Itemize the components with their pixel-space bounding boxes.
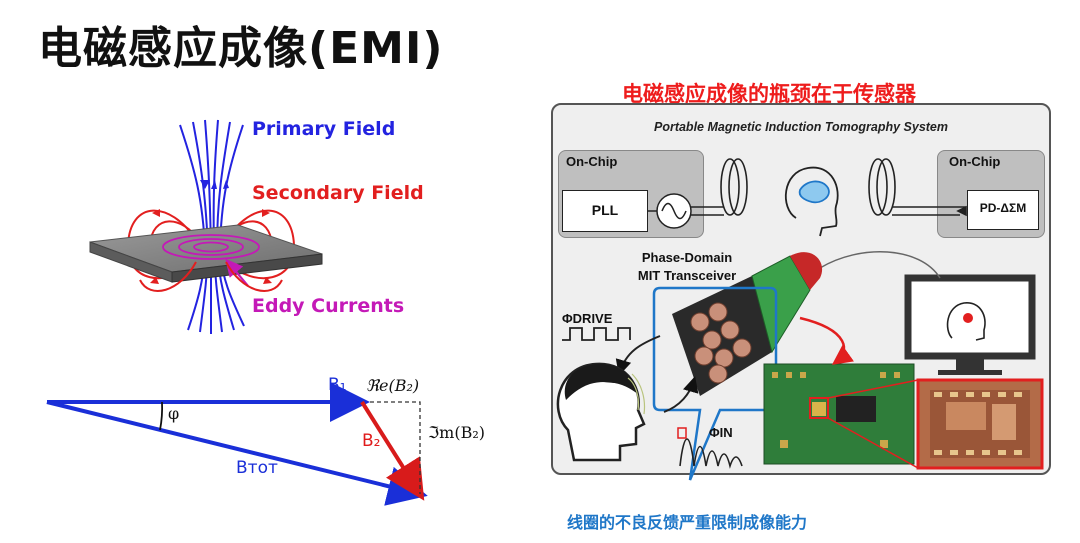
transceiver-label-line2: MIT Transceiver	[637, 268, 737, 283]
brain-head-icon	[784, 166, 839, 237]
secondary-field-label: Secondary Field	[252, 182, 424, 204]
drive-arrow	[615, 335, 661, 376]
rx-coil-icon	[868, 158, 967, 217]
eddy-current-rings	[162, 234, 260, 260]
drive-waveform	[562, 327, 631, 341]
cable	[819, 251, 941, 279]
coil-caption: 线圈的不良反馈严重限制成像能力	[567, 513, 808, 532]
onchip-tx-label: On-Chip	[566, 154, 618, 169]
chip-micrograph	[916, 378, 1044, 470]
projection-dashes	[370, 401, 421, 494]
b1-label: B₁	[328, 375, 347, 395]
pll-label: PLL	[591, 202, 619, 218]
phi-in-label: ΦIN	[709, 425, 733, 440]
eddy-currents-label: Eddy Currents	[252, 295, 405, 317]
btot-vector	[46, 400, 428, 506]
primary-field-label: Primary Field	[252, 118, 396, 140]
pd-sigma-delta-label: PD-ΔΣM	[979, 201, 1027, 215]
phi-angle-arc	[159, 401, 164, 431]
onchip-rx-label: On-Chip	[949, 154, 1001, 169]
tx-coil-icon	[691, 158, 748, 216]
conductive-plate	[89, 224, 323, 283]
coil-highlight-callout	[652, 286, 778, 481]
phi-label: φ	[168, 404, 180, 423]
bottleneck-title: 电磁感应成像的瓶颈在于传感器	[622, 82, 916, 106]
return-arrow	[663, 376, 699, 413]
im-b2-label: ℑm(B₂)	[428, 423, 485, 442]
b2-label: B₂	[362, 431, 381, 451]
phasor-vector-diagram	[46, 382, 428, 506]
btot-label: Bᴛᴏᴛ	[236, 458, 278, 478]
input-waveform	[679, 438, 743, 469]
pll-block	[562, 190, 648, 232]
pcb-board	[763, 363, 919, 469]
phi-drive-label: ΦDRIVE	[562, 311, 613, 326]
pd-sigma-delta-block	[967, 190, 1039, 230]
transceiver-label-line1: Phase-Domain	[641, 250, 733, 265]
system-title: Portable Magnetic Induction Tomography S…	[653, 120, 949, 134]
oscillator-icon	[648, 193, 692, 229]
transceiver-label: Phase-Domain MIT Transceiver	[618, 249, 756, 285]
monitor-icon	[904, 274, 1036, 375]
patient-head-icon	[556, 362, 646, 462]
mit-probe-device	[672, 252, 823, 396]
b2-vector	[360, 400, 425, 501]
re-b2-label: ℜe(B₂)	[366, 376, 420, 395]
probe-to-pcb-arrow	[799, 316, 855, 365]
eddy-pointer-arrow	[225, 258, 249, 287]
page-title: 电磁感应成像(EMI)	[38, 23, 444, 74]
